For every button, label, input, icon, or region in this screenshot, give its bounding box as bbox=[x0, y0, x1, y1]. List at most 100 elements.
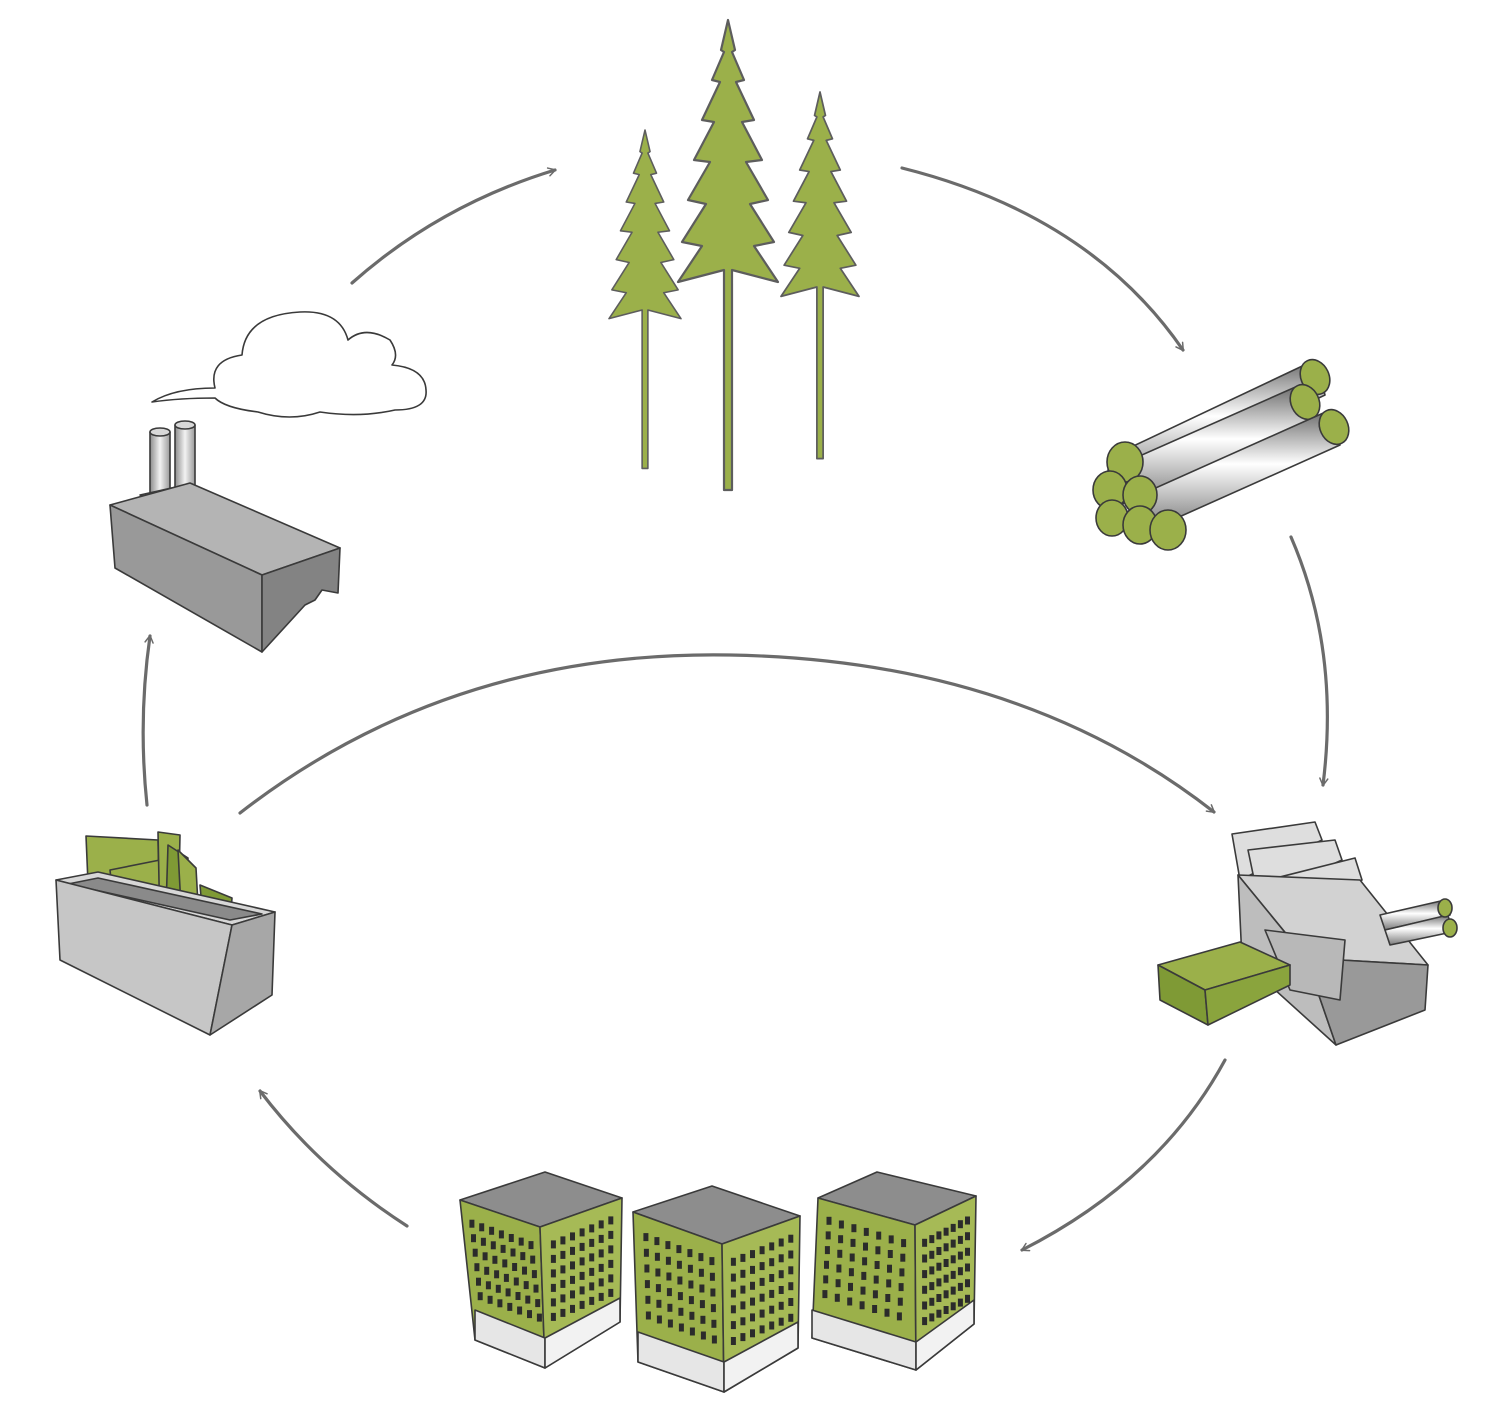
window bbox=[965, 1263, 970, 1272]
window bbox=[570, 1290, 575, 1299]
window bbox=[834, 1293, 840, 1302]
log-pile-icon bbox=[1092, 358, 1350, 551]
window bbox=[645, 1295, 651, 1304]
window bbox=[700, 1331, 706, 1340]
window bbox=[560, 1294, 566, 1303]
window bbox=[769, 1242, 775, 1251]
window bbox=[943, 1259, 949, 1267]
window bbox=[500, 1244, 506, 1253]
window bbox=[957, 1282, 963, 1291]
window bbox=[929, 1250, 935, 1259]
window bbox=[579, 1257, 585, 1266]
window bbox=[759, 1293, 765, 1302]
window bbox=[530, 1255, 536, 1264]
window bbox=[936, 1247, 942, 1255]
window bbox=[759, 1262, 765, 1271]
window bbox=[485, 1281, 491, 1290]
window bbox=[560, 1265, 566, 1274]
arrow-sawmill-to-buildings bbox=[1020, 1058, 1227, 1252]
window bbox=[560, 1250, 566, 1259]
window bbox=[570, 1304, 575, 1313]
window bbox=[589, 1238, 595, 1247]
window bbox=[531, 1270, 537, 1279]
window bbox=[824, 1260, 829, 1269]
window bbox=[665, 1256, 671, 1265]
window bbox=[750, 1313, 755, 1322]
buildings-icon bbox=[459, 1171, 977, 1393]
tree-icon bbox=[608, 129, 682, 470]
window bbox=[550, 1312, 556, 1321]
arrow-forest-to-logs bbox=[900, 166, 1185, 352]
window bbox=[965, 1216, 970, 1225]
window bbox=[515, 1292, 521, 1300]
window bbox=[922, 1301, 928, 1310]
window bbox=[730, 1305, 736, 1314]
window bbox=[929, 1235, 935, 1244]
window bbox=[730, 1289, 736, 1298]
window bbox=[482, 1252, 488, 1261]
window bbox=[608, 1230, 614, 1239]
window bbox=[769, 1274, 775, 1282]
window bbox=[750, 1281, 755, 1290]
window bbox=[505, 1288, 511, 1297]
window bbox=[560, 1279, 566, 1288]
window bbox=[645, 1311, 651, 1320]
arrows bbox=[141, 166, 1329, 1252]
window bbox=[502, 1259, 508, 1268]
window bbox=[922, 1317, 928, 1326]
window bbox=[533, 1284, 539, 1293]
window bbox=[884, 1308, 890, 1317]
window bbox=[477, 1292, 483, 1301]
window bbox=[759, 1277, 765, 1286]
window bbox=[474, 1263, 480, 1272]
window bbox=[469, 1219, 475, 1228]
window bbox=[608, 1216, 614, 1225]
window bbox=[826, 1216, 832, 1225]
window bbox=[943, 1306, 949, 1314]
window bbox=[492, 1255, 498, 1264]
window bbox=[710, 1288, 716, 1297]
window bbox=[936, 1262, 942, 1271]
window bbox=[550, 1298, 556, 1307]
windows bbox=[469, 1216, 970, 1345]
window bbox=[711, 1335, 717, 1344]
window bbox=[874, 1261, 880, 1269]
window bbox=[490, 1241, 496, 1250]
window bbox=[943, 1290, 949, 1299]
window bbox=[957, 1251, 963, 1260]
window bbox=[957, 1298, 963, 1307]
arrow-power-plant-to-forest bbox=[350, 167, 557, 285]
window bbox=[507, 1302, 513, 1311]
window bbox=[835, 1279, 841, 1288]
window bbox=[710, 1304, 716, 1313]
window bbox=[644, 1264, 650, 1273]
window bbox=[887, 1250, 893, 1258]
window bbox=[922, 1270, 928, 1279]
window bbox=[643, 1233, 649, 1242]
window bbox=[570, 1275, 575, 1284]
window bbox=[872, 1305, 878, 1313]
window bbox=[494, 1270, 500, 1279]
window bbox=[922, 1238, 928, 1247]
window bbox=[862, 1257, 868, 1266]
window bbox=[950, 1286, 956, 1295]
window bbox=[579, 1228, 585, 1237]
window bbox=[560, 1236, 566, 1245]
window bbox=[643, 1248, 649, 1257]
window bbox=[677, 1276, 683, 1285]
window bbox=[487, 1295, 493, 1304]
waste-container-icon bbox=[55, 831, 276, 1036]
cloud-icon bbox=[151, 311, 427, 418]
window bbox=[676, 1260, 682, 1269]
window bbox=[888, 1235, 894, 1244]
window bbox=[667, 1319, 673, 1328]
window bbox=[838, 1220, 844, 1229]
window bbox=[730, 1321, 736, 1330]
window bbox=[957, 1235, 963, 1244]
window bbox=[688, 1296, 694, 1305]
window bbox=[887, 1264, 892, 1273]
window bbox=[825, 1231, 831, 1240]
arrow-waste-to-sawmill bbox=[238, 653, 1216, 815]
window bbox=[479, 1223, 485, 1232]
window bbox=[851, 1224, 857, 1233]
